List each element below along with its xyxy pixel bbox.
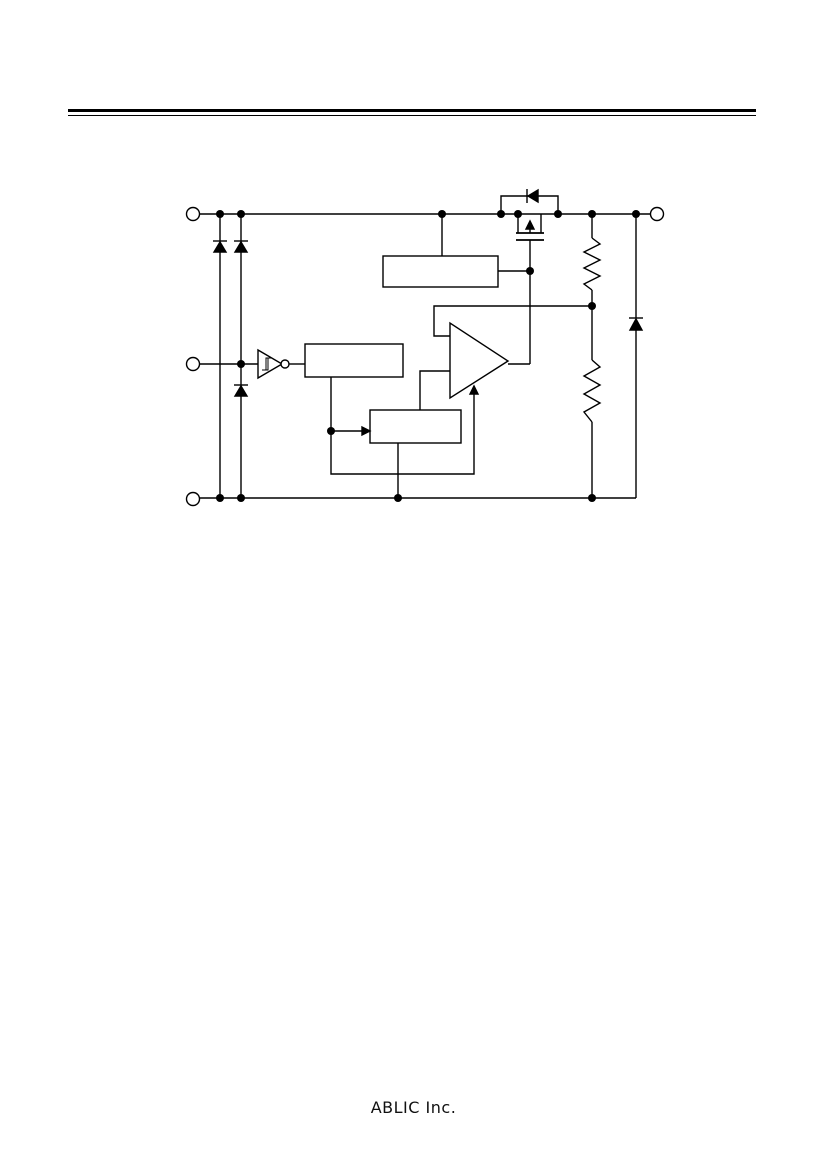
resistor-upper (582, 237, 602, 291)
junction-dot (394, 494, 402, 502)
current-limit-to-amp-wire (419, 370, 450, 410)
junction-dot (588, 302, 596, 310)
junction-dot (216, 494, 224, 502)
hysteresis-symbol-2 (264, 357, 272, 371)
reference-block (382, 255, 499, 288)
vss-terminal (185, 491, 201, 507)
control-block (304, 343, 404, 378)
junction-dot (588, 494, 596, 502)
feedback-wire (433, 305, 592, 337)
schmitt-inverter (257, 348, 284, 380)
junction-dot (497, 210, 505, 218)
esd-diode-3 (233, 384, 249, 397)
junction-dot (514, 210, 522, 218)
junction-dot (554, 210, 562, 218)
junction-dot (526, 267, 534, 275)
junction-dot (588, 210, 596, 218)
junction-dot (237, 360, 245, 368)
junction-dot (237, 494, 245, 502)
junction-dot (216, 210, 224, 218)
amp-input-arrow (468, 384, 480, 395)
junction-dot (327, 427, 335, 435)
resistor-lower (582, 359, 602, 423)
esd-diode-2 (233, 240, 249, 253)
header-rule-thick (68, 109, 756, 112)
error-amplifier (449, 321, 510, 400)
output-diode (628, 317, 644, 331)
company-footer: ABLIC Inc. (370, 1098, 457, 1117)
inverter-bubble (280, 359, 290, 369)
control-to-limit-arrow (361, 425, 372, 437)
junction-dot (632, 210, 640, 218)
vin-terminal (185, 206, 201, 222)
esd-diode-1 (212, 240, 228, 253)
control-to-amp-wire (330, 377, 475, 475)
on-off-terminal (185, 356, 201, 372)
body-diode (526, 188, 539, 204)
current-limit-block (369, 409, 462, 444)
junction-dot (237, 210, 245, 218)
header-rule-thin (68, 115, 756, 116)
junction-dot (438, 210, 446, 218)
body-diode-loop (500, 195, 559, 214)
vout-terminal (649, 206, 665, 222)
pmos-arrow (524, 219, 536, 230)
